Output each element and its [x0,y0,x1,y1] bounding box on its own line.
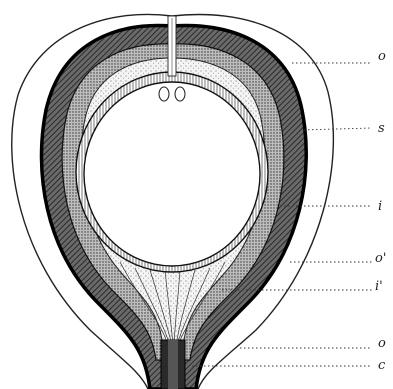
embryo-sac-cavity [84,82,260,266]
egg-cell-left [159,87,169,101]
egg-cell-right [175,87,185,101]
label-o-bottom: o [378,336,386,351]
label-o-prime: o' [375,251,386,266]
label-c: c [378,358,386,373]
label-i-prime: i' [375,279,383,294]
label-i: i [378,199,382,214]
label-o-top: o [378,49,386,64]
label-s: s [378,121,385,136]
